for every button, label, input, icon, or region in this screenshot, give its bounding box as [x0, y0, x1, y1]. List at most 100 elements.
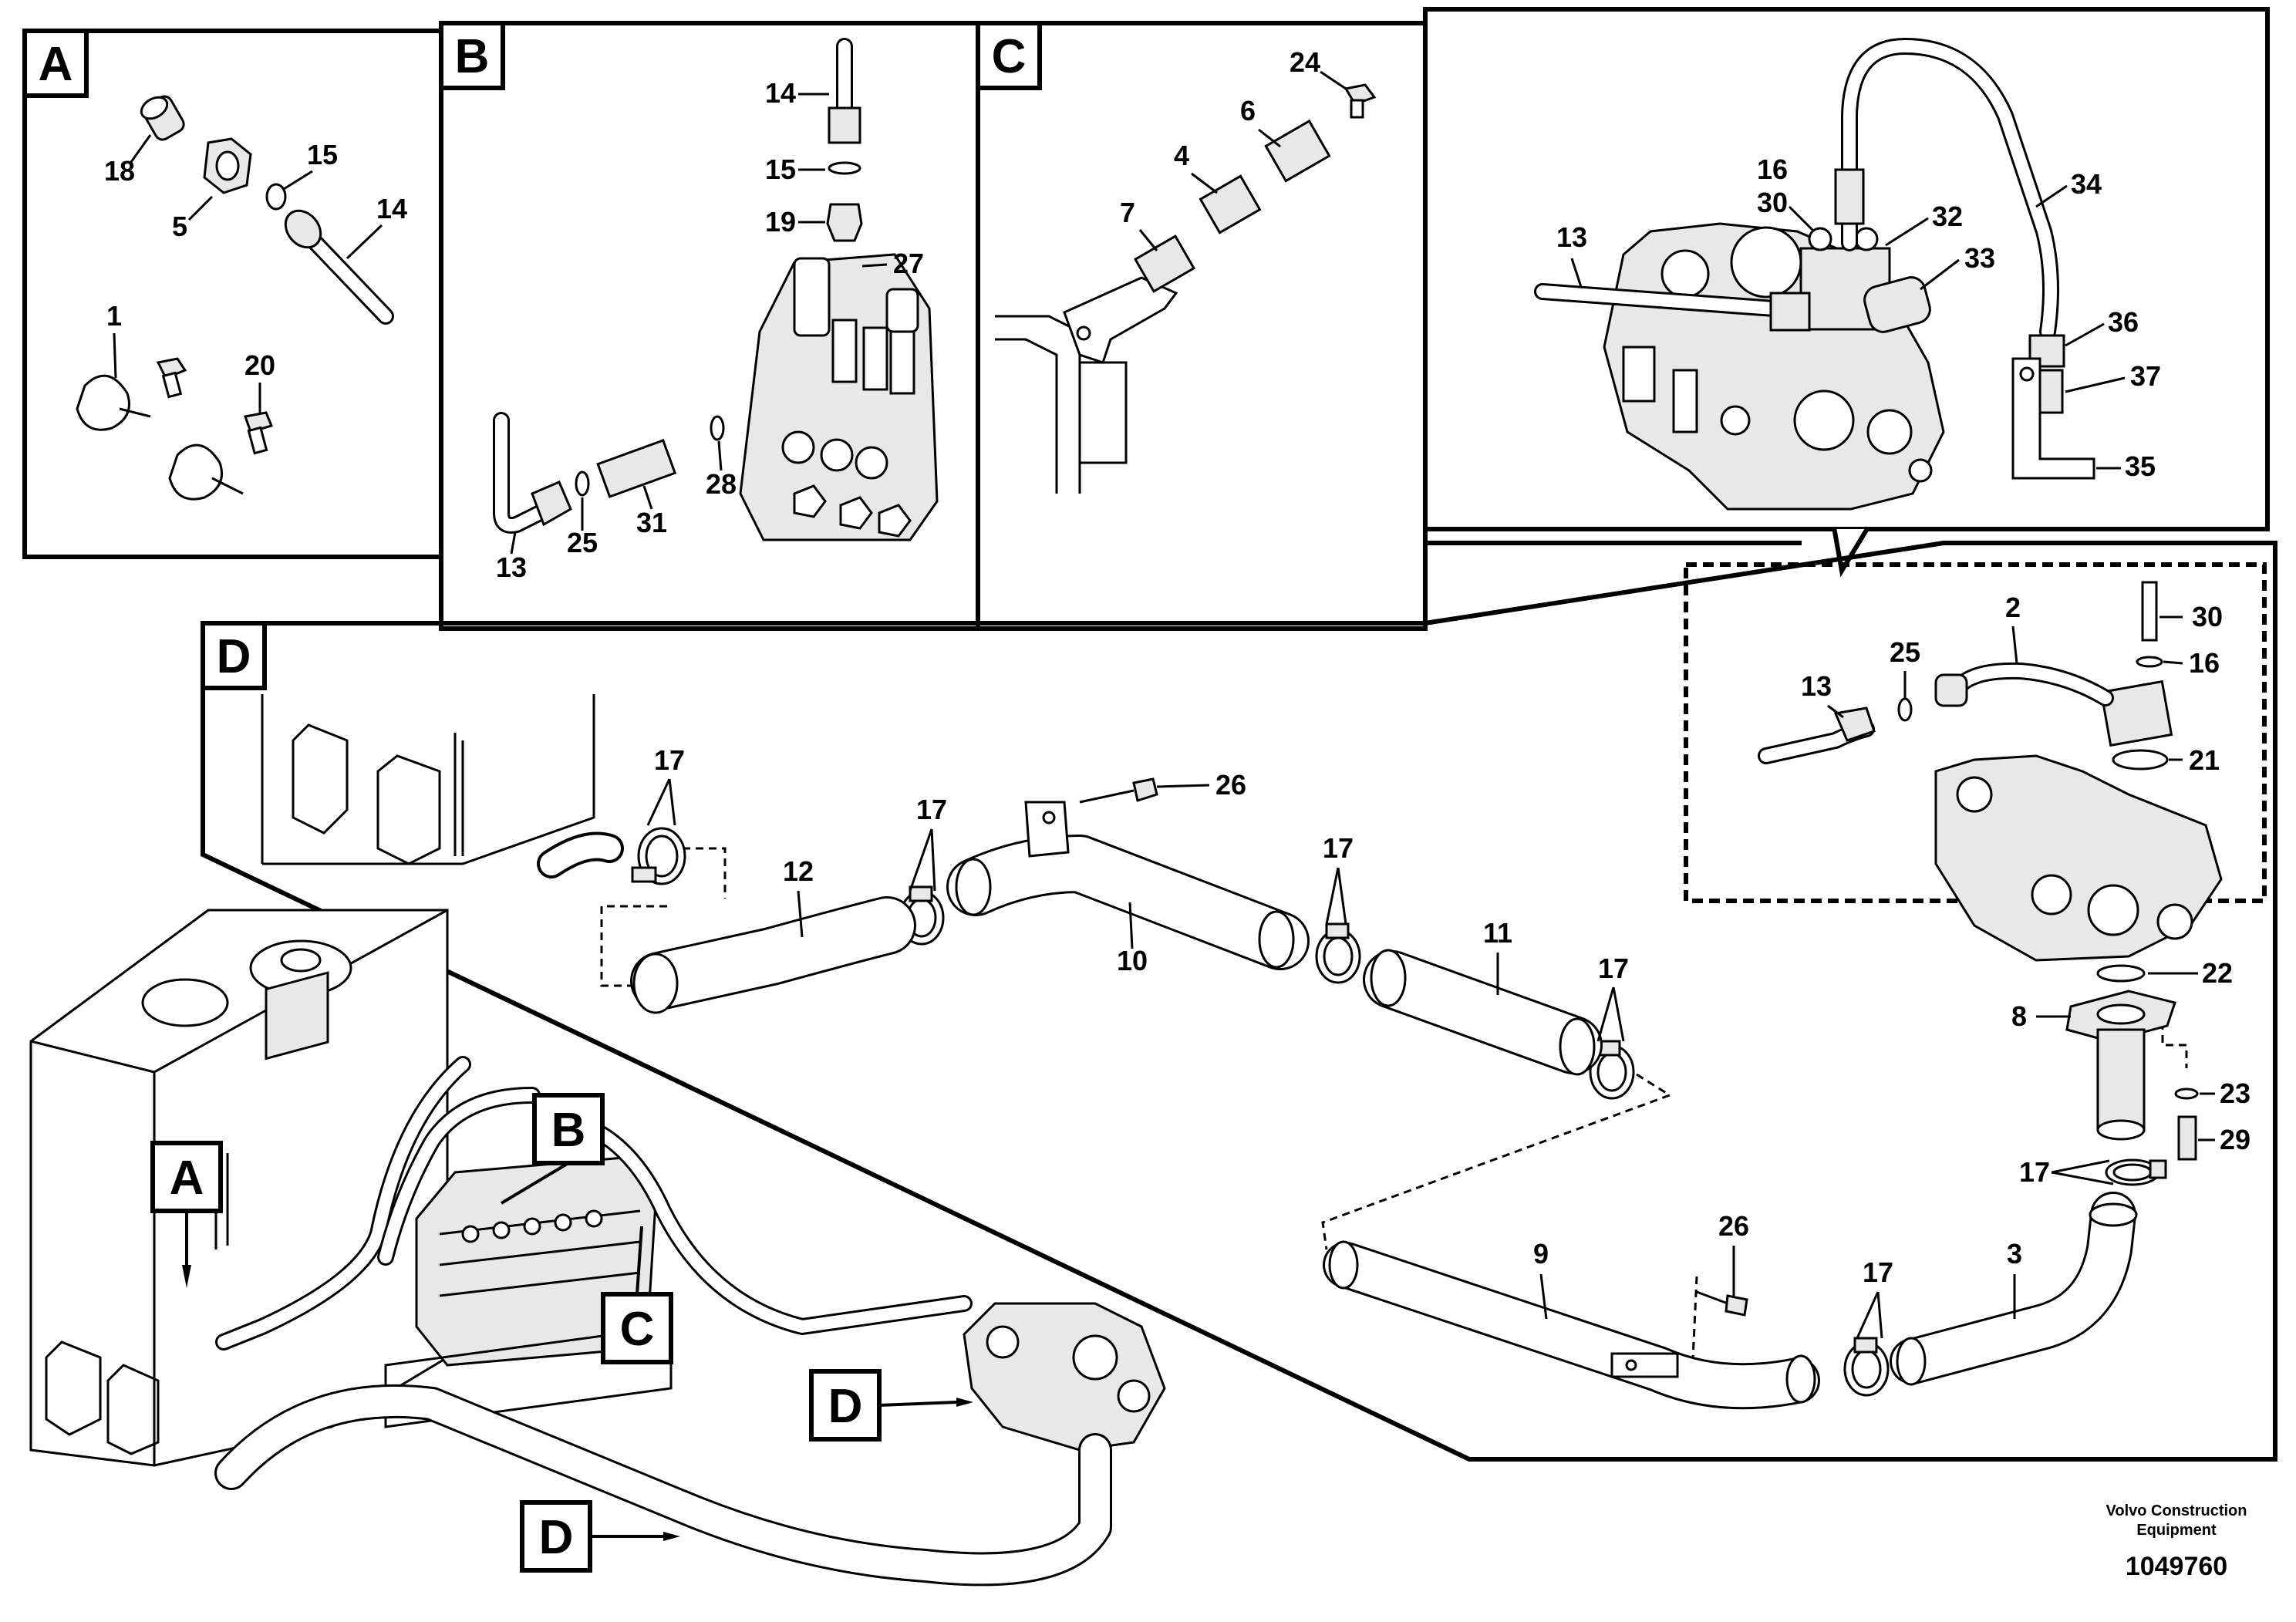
- inset-pump-drawing: [1934, 754, 2223, 962]
- clamp-1-drawing: [76, 374, 130, 431]
- callout-b: B: [500, 1093, 605, 1205]
- adapter-31-drawing: [596, 439, 677, 498]
- label-21: 21: [2189, 744, 2220, 776]
- label-4: 4: [1174, 140, 1189, 171]
- label-8: 8: [2011, 1000, 2027, 1032]
- label-29: 29: [2220, 1124, 2250, 1155]
- callout-d2: D: [520, 1500, 680, 1573]
- label-25c: 25: [1890, 636, 1920, 668]
- hose-14-end-drawing: [828, 106, 861, 144]
- callout-b-label: B: [551, 1104, 586, 1157]
- callout-a-label: A: [170, 1152, 204, 1205]
- label-22: 22: [2202, 957, 2233, 989]
- label-5: 5: [172, 211, 187, 242]
- label-17f: 17: [2019, 1156, 2050, 1188]
- o-ring-15-drawing: [265, 183, 287, 211]
- label-13b: 13: [496, 551, 527, 583]
- panel-d: D: [201, 541, 2277, 1462]
- label-17d: 17: [1598, 953, 1629, 984]
- label-26b: 26: [1718, 1210, 1749, 1242]
- control-valve-drawing: [739, 253, 939, 541]
- label-33: 33: [1964, 242, 1995, 274]
- label-16b: 16: [2189, 647, 2220, 679]
- fitting-33-drawing: [1863, 276, 1931, 333]
- screw-20-drawing: [244, 411, 274, 455]
- clamp-17e-drawing: [1843, 1337, 1890, 1397]
- adapter-19-drawing: [826, 203, 863, 242]
- hose-13-fitting-drawing: [531, 481, 572, 527]
- callout-d2-label: D: [539, 1511, 574, 1564]
- callout-d1: D: [809, 1369, 973, 1442]
- panel-b: B: [439, 21, 980, 631]
- document-number: 1049760: [2126, 1552, 2227, 1581]
- bracket-35-drawing: [2011, 357, 2095, 480]
- label-37: 37: [2130, 360, 2161, 392]
- bolt-29-drawing: [2177, 1115, 2197, 1161]
- hose-13-end-drawing: [1769, 292, 1811, 332]
- label-17e: 17: [1863, 1256, 1893, 1288]
- hose-12-end-drawing: [632, 953, 679, 1014]
- label-18: 18: [104, 155, 135, 187]
- panel-b-label: B: [455, 30, 490, 83]
- label-23: 23: [2220, 1077, 2250, 1109]
- label-17b: 17: [916, 794, 947, 825]
- panel-pump-detail: 13 16 30 32 33 34 36 37 35: [1423, 7, 2270, 578]
- panel-a-label: A: [39, 38, 73, 91]
- panel-d-label: D: [217, 630, 251, 683]
- label-30a: 30: [1757, 187, 1788, 218]
- label-24: 24: [1290, 46, 1320, 78]
- flange-8-drawing: [2065, 990, 2176, 1141]
- screw-1-drawing: [156, 357, 187, 399]
- panel-a: A 18 5 15: [22, 29, 443, 559]
- screw-24-drawing: [1344, 83, 1377, 119]
- label-32: 32: [1932, 201, 1963, 232]
- footer: Volvo Construction Equipment 1049760: [2106, 1502, 2247, 1581]
- clamp-17f-drawing: [2105, 1158, 2167, 1186]
- label-17c: 17: [1323, 832, 1354, 864]
- bolt-30-drawing: [2141, 581, 2158, 642]
- label-15b: 15: [765, 153, 796, 185]
- panel-c: C 24 6 4 7: [976, 21, 1428, 631]
- clamp-17a-drawing: [631, 827, 686, 885]
- hose-10-bracket-drawing: [1024, 801, 1070, 858]
- label-34: 34: [2071, 168, 2102, 200]
- label-28: 28: [706, 468, 737, 500]
- label-14a: 14: [376, 193, 407, 224]
- callout-d1-label: D: [828, 1380, 863, 1433]
- label-27: 27: [893, 248, 924, 279]
- label-12: 12: [783, 855, 814, 887]
- block-6-drawing: [1264, 119, 1331, 183]
- label-10: 10: [1117, 945, 1148, 976]
- label-31: 31: [636, 507, 667, 538]
- fitting-18-drawing: [140, 95, 185, 141]
- callout-a: A: [150, 1141, 223, 1288]
- label-15: 15: [307, 139, 338, 170]
- label-25b: 25: [567, 527, 598, 558]
- bolt-26a-drawing: [1079, 777, 1158, 804]
- label-11: 11: [1483, 917, 1512, 949]
- panel-c-label: C: [992, 30, 1027, 83]
- overview-pump-drawing: [963, 1302, 1166, 1452]
- label-30b: 30: [2192, 601, 2223, 632]
- label-3: 3: [2007, 1238, 2022, 1270]
- company-name-line1: Volvo Construction: [2106, 1502, 2247, 1519]
- label-6: 6: [1240, 95, 1256, 126]
- label-14b: 14: [765, 77, 796, 109]
- label-20: 20: [244, 349, 275, 381]
- company-name-line2: Equipment: [2136, 1522, 2217, 1539]
- label-13c: 13: [1556, 221, 1587, 253]
- label-19: 19: [765, 206, 796, 238]
- label-16a: 16: [1757, 153, 1788, 185]
- clamp-17c-drawing: [1315, 922, 1361, 984]
- clamp-2-drawing: [168, 443, 223, 501]
- callout-c: C: [601, 1226, 673, 1364]
- inset-box: [1684, 562, 2267, 903]
- label-7: 7: [1120, 197, 1135, 228]
- machine-overview: A B C D D: [29, 909, 1166, 1587]
- hose-9-bracket-drawing: [1610, 1352, 1679, 1378]
- label-35: 35: [2125, 450, 2156, 482]
- sleeve-4-drawing: [1199, 174, 1262, 234]
- clamp-17d-drawing: [1589, 1040, 1635, 1100]
- o-ring-15b-drawing: [828, 161, 861, 175]
- label-26a: 26: [1215, 769, 1246, 801]
